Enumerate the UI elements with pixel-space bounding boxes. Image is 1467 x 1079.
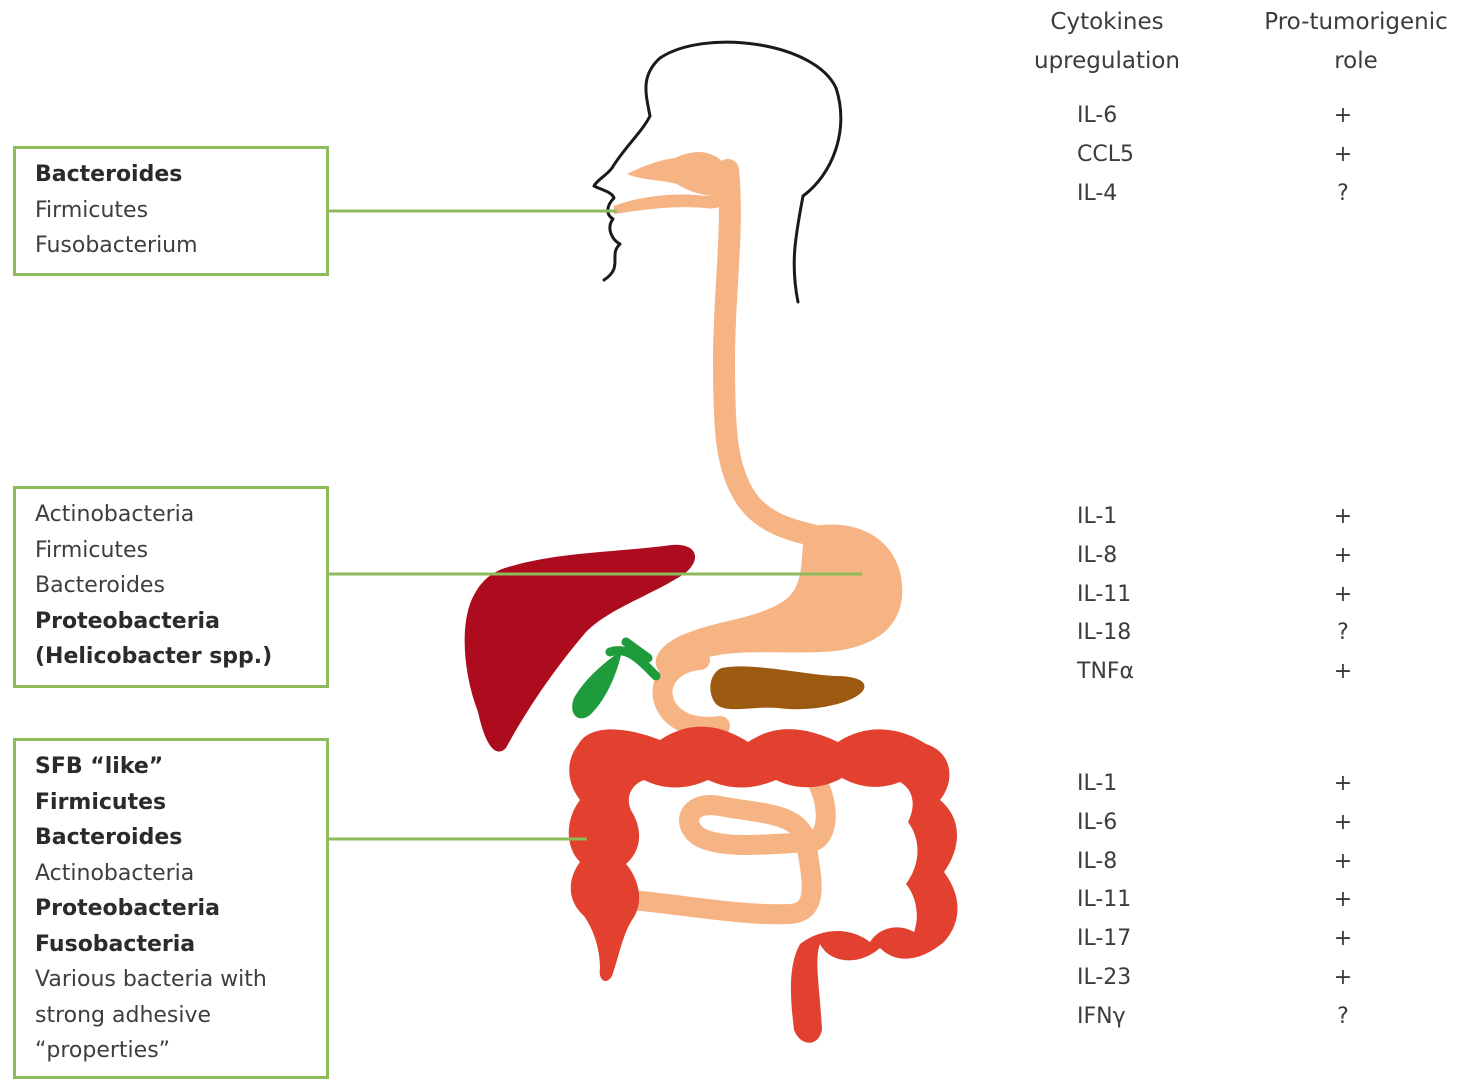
bacteria-name: (Helicobacter spp.) bbox=[35, 639, 326, 675]
bacteria-name: “properties” bbox=[35, 1033, 326, 1069]
pro-tumorigenic-role-value: + bbox=[1320, 97, 1366, 136]
bacteria-name: Proteobacteria bbox=[35, 604, 326, 640]
header-role: Pro-tumorigenic role bbox=[1250, 3, 1462, 81]
bacteria-name: Actinobacteria bbox=[35, 856, 326, 892]
pro-tumorigenic-role-value: + bbox=[1320, 136, 1366, 175]
cytokine-name: IL-11 bbox=[1077, 576, 1134, 615]
bacteria-name: strong adhesive bbox=[35, 998, 326, 1034]
cytokine-name: IFNγ bbox=[1077, 998, 1131, 1037]
cytokine-name: IL-1 bbox=[1077, 498, 1134, 537]
cytokine-name: CCL5 bbox=[1077, 136, 1134, 175]
bacteria-name: SFB “like” bbox=[35, 749, 326, 785]
pro-tumorigenic-role-value: + bbox=[1320, 653, 1366, 692]
role-list-stomach: +++?+ bbox=[1320, 498, 1366, 692]
cytokine-name: IL-6 bbox=[1077, 804, 1131, 843]
cytokine-name: IL-8 bbox=[1077, 537, 1134, 576]
pro-tumorigenic-role-value: + bbox=[1320, 576, 1366, 615]
colon bbox=[569, 727, 958, 1043]
pancreas bbox=[710, 666, 864, 709]
pro-tumorigenic-role-value: + bbox=[1320, 920, 1366, 959]
role-list-colon: ++++++? bbox=[1320, 765, 1366, 1037]
gallbladder bbox=[572, 650, 622, 718]
header-role-line2: role bbox=[1250, 42, 1462, 81]
bacteria-name: Firmicutes bbox=[35, 533, 326, 569]
cytokine-name: IL-1 bbox=[1077, 765, 1131, 804]
liver bbox=[465, 545, 695, 752]
bacteria-name: Proteobacteria bbox=[35, 891, 326, 927]
pro-tumorigenic-role-value: + bbox=[1320, 959, 1366, 998]
cytokine-name: IL-6 bbox=[1077, 97, 1134, 136]
small-intestine bbox=[630, 770, 826, 914]
bacteria-name: Actinobacteria bbox=[35, 497, 326, 533]
header-cytokines-line1: Cytokines bbox=[1012, 3, 1202, 42]
header-cytokines-line2: upregulation bbox=[1012, 42, 1202, 81]
cytokine-name: IL-8 bbox=[1077, 843, 1131, 882]
cytokine-name: IL-4 bbox=[1077, 175, 1134, 214]
cytokine-name: IL-11 bbox=[1077, 881, 1131, 920]
bacteria-name: Bacteroides bbox=[35, 157, 326, 193]
pro-tumorigenic-role-value: ? bbox=[1320, 998, 1366, 1037]
cytokine-name: IL-18 bbox=[1077, 614, 1134, 653]
bacteria-name: Firmicutes bbox=[35, 785, 326, 821]
header-role-line1: Pro-tumorigenic bbox=[1250, 3, 1462, 42]
cytokine-name: TNFα bbox=[1077, 653, 1134, 692]
bacteria-name: Bacteroides bbox=[35, 568, 326, 604]
pro-tumorigenic-role-value: + bbox=[1320, 765, 1366, 804]
tongue bbox=[614, 194, 730, 214]
pro-tumorigenic-role-value: + bbox=[1320, 881, 1366, 920]
bacteria-name: Firmicutes bbox=[35, 193, 326, 229]
pro-tumorigenic-role-value: ? bbox=[1320, 614, 1366, 653]
header-cytokines: Cytokines upregulation bbox=[1012, 3, 1202, 81]
cytokine-name: IL-17 bbox=[1077, 920, 1131, 959]
bacteria-name: Various bacteria with bbox=[35, 962, 326, 998]
bacteria-name: Bacteroides bbox=[35, 820, 326, 856]
pro-tumorigenic-role-value: + bbox=[1320, 537, 1366, 576]
bacteria-name: Fusobacterium bbox=[35, 228, 326, 264]
role-list-mouth: ++? bbox=[1320, 97, 1366, 213]
pro-tumorigenic-role-value: ? bbox=[1320, 175, 1366, 214]
pro-tumorigenic-role-value: + bbox=[1320, 804, 1366, 843]
pro-tumorigenic-role-value: + bbox=[1320, 498, 1366, 537]
bacteria-name: Fusobacteria bbox=[35, 927, 326, 963]
cytokine-name: IL-23 bbox=[1077, 959, 1131, 998]
pro-tumorigenic-role-value: + bbox=[1320, 843, 1366, 882]
